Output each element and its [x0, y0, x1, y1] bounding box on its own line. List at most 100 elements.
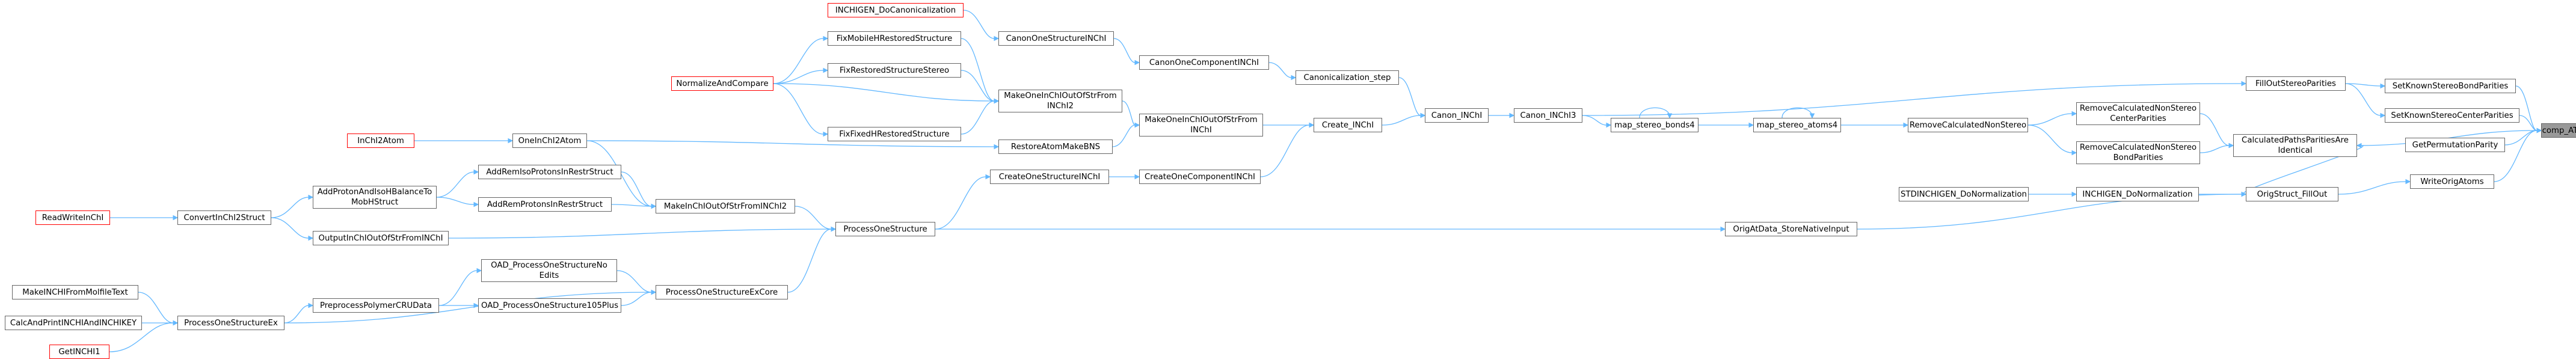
graph-node-label: CalculatedPathsParitiesAre — [2242, 136, 2349, 145]
graph-node-label: GetPermutationParity — [2412, 140, 2498, 150]
edge-filloutstereo-to-setknowncenter — [2345, 83, 2386, 118]
graph-node-processonestructureex[interactable]: ProcessOneStructureEx — [177, 316, 284, 330]
edge-stdinchigen_donorm-to-inchigen_donorm — [2029, 191, 2077, 197]
graph-node-label: map_stereo_bonds4 — [1614, 120, 1695, 130]
graph-node-convertinchi2struct[interactable]: ConvertInChI2Struct — [177, 210, 271, 225]
graph-node-processonestructureexcore[interactable]: ProcessOneStructureExCore — [656, 285, 788, 299]
edge-convertinchi2struct-to-outputinchioutofstr — [271, 217, 314, 241]
graph-node-fixrestoredstereo[interactable]: FixRestoredStructureStereo — [828, 63, 961, 78]
graph-node-label: OrigAtData_StoreNativeInput — [1733, 224, 1849, 234]
edge-normalizeandcompare-to-fixmobileh — [773, 35, 829, 84]
graph-node-label: InChI2Atom — [357, 136, 404, 146]
graph-node-processonestructure[interactable]: ProcessOneStructure — [835, 222, 935, 236]
graph-node-label: ReadWriteInChI — [41, 213, 104, 222]
edge-addprotonandisoh-to-addremisoprotons — [436, 169, 479, 198]
graph-node-getinchi1[interactable]: GetINCHI1 — [49, 345, 109, 359]
graph-node-label: ProcessOneStructureEx — [184, 318, 278, 328]
edge-origstruct_fillout-to-writeorigatoms — [2338, 179, 2411, 195]
graph-node-map-stereo-atoms4[interactable]: map_stereo_atoms4 — [1753, 118, 1841, 132]
graph-node-label: Canonicalization_step — [1303, 73, 1391, 82]
graph-node-fixmobileh[interactable]: FixMobileHRestoredStructure — [828, 31, 961, 46]
graph-node-label: WriteOrigAtoms — [2420, 177, 2484, 186]
graph-node-inchi2atom[interactable]: InChI2Atom — [347, 133, 414, 148]
graph-node-inchigen-donorm[interactable]: INCHIGEN_DoNormalization — [2076, 187, 2199, 201]
graph-node-label: FixFixedHRestoredStructure — [839, 129, 950, 139]
graph-node-label: ProcessOneStructure — [843, 224, 927, 234]
graph-node-canon-inchi[interactable]: Canon_INChI — [1425, 108, 1489, 123]
graph-node-label: OAD_ProcessOneStructureNo — [491, 261, 607, 270]
graph-node-origstruct-fillout[interactable]: OrigStruct_FillOut — [2246, 187, 2338, 201]
edge-fixfixedh-to-makeoneinchi2 — [961, 98, 1000, 135]
graph-node-label: MakeOneInChIOutOfStrFrom — [1145, 115, 1258, 124]
graph-node-addremprotons[interactable]: AddRemProtonsInRestrStruct — [478, 197, 612, 212]
graph-node-label: MobHStruct — [351, 198, 399, 207]
graph-node-label: INChI — [1190, 126, 1212, 135]
graph-node-removecalcnonstereo[interactable]: RemoveCalculatedNonStereo — [1908, 118, 2028, 132]
edge-normalizeandcompare-to-fixrestoredstereo — [773, 67, 829, 84]
graph-node-readwriteinchi[interactable]: ReadWriteInChI — [35, 210, 110, 225]
graph-node-createonecomponent[interactable]: CreateOneComponentINChI — [1139, 170, 1261, 184]
graph-node-stdinchigen-donorm[interactable]: STDINCHIGEN_DoNormalization — [1899, 187, 2029, 201]
graph-node-label: AddRemIsoProtonsInRestrStruct — [486, 167, 613, 177]
edge-writeorigatoms-to-comp_at_rank — [2494, 127, 2542, 182]
graph-node-label: INCHIGEN_DoNormalization — [2082, 189, 2193, 199]
graph-node-filloutstereo[interactable]: FillOutStereoParities — [2246, 76, 2346, 91]
graph-node-label: MakeOneInChIOutOfStrFrom — [1004, 91, 1117, 100]
graph-node-getpermutationparity[interactable]: GetPermutationParity — [2405, 138, 2505, 152]
graph-node-label: MakeINCHIFromMolfileText — [22, 287, 128, 297]
edge-oneinchi2atom-to-restoreatommakebns — [586, 140, 1000, 150]
graph-node-writeorigatoms[interactable]: WriteOrigAtoms — [2410, 174, 2494, 189]
graph-node-calcandprint[interactable]: CalcAndPrintINCHIAndINCHIKEY — [5, 316, 142, 330]
graph-node-oneinchi2atom[interactable]: OneInChI2Atom — [512, 133, 587, 148]
graph-node-makeinchifrommolfile[interactable]: MakeINCHIFromMolfileText — [12, 285, 138, 299]
graph-node-label: Canon_INChI3 — [1520, 111, 1576, 120]
graph-node-label: INCHIGEN_DoCanonicalization — [835, 5, 956, 15]
graph-node-canon-inchi3[interactable]: Canon_INChI3 — [1514, 108, 1582, 123]
graph-node-label: SetKnownStereoBondParities — [2392, 81, 2509, 91]
graph-node-label: OutputInChIOutOfStrFromINChI — [318, 233, 443, 243]
graph-node-addremisoprotons[interactable]: AddRemIsoProtonsInRestrStruct — [478, 165, 621, 179]
graph-node-outputinchioutofstr[interactable]: OutputInChIOutOfStrFromINChI — [313, 231, 449, 245]
edge-canononestructure-to-canononecomponent — [1113, 38, 1140, 66]
edge-processonestructure-to-createonestructure — [935, 174, 991, 230]
graph-node-oad-105plus[interactable]: OAD_ProcessOneStructure105Plus — [478, 298, 621, 313]
graph-node-inchigen-docanon[interactable]: INCHIGEN_DoCanonicalization — [828, 3, 964, 17]
graph-node-normalizeandcompare[interactable]: NormalizeAndCompare — [671, 76, 773, 91]
graph-node-restoreatommakebns[interactable]: RestoreAtomMakeBNS — [998, 140, 1113, 154]
graph-node-label: Create_INChI — [1321, 120, 1374, 130]
graph-node-canononecomponent[interactable]: CanonOneComponentINChI — [1139, 55, 1269, 70]
graph-node-label: CreateOneComponentINChI — [1145, 172, 1255, 182]
graph-node-fixfixedh[interactable]: FixFixedHRestoredStructure — [828, 127, 961, 141]
graph-node-setknowncenter[interactable]: SetKnownStereoCenterParities — [2385, 108, 2519, 123]
edge-canon_inchi-to-canon_inchi3 — [1488, 112, 1515, 118]
graph-node-label: Canon_INChI — [1431, 111, 1483, 120]
graph-node-preprocesspolymer[interactable]: PreprocessPolymerCRUData — [313, 298, 439, 313]
graph-node-label: comp_AT_RANK — [2542, 126, 2576, 135]
edge-addremprotons-to-makeinchioutofstr2 — [611, 203, 657, 209]
graph-node-createonestructure[interactable]: CreateOneStructureINChI — [990, 170, 1109, 184]
graph-node-label: AddRemProtonsInRestrStruct — [487, 200, 603, 209]
edge-processonestructure-to-origatdata_store — [935, 226, 1726, 232]
graph-node-makeinchioutofstr2[interactable]: MakeInChIOutOfStrFromINChI2 — [656, 199, 795, 213]
graph-node-label: ConvertInChI2Struct — [183, 213, 265, 222]
graph-node-create-inchi[interactable]: Create_INChI — [1314, 118, 1382, 132]
edge-filloutstereo-to-setknownbond — [2345, 83, 2386, 89]
graph-node-canononestructure[interactable]: CanonOneStructureINChI — [998, 31, 1114, 46]
graph-node-label: FixMobileHRestoredStructure — [836, 34, 953, 43]
graph-node-origatdata-store[interactable]: OrigAtData_StoreNativeInput — [1725, 222, 1857, 236]
graph-node-label: SetKnownStereoCenterParities — [2391, 111, 2513, 120]
graph-node-map-stereo-bonds4[interactable]: map_stereo_bonds4 — [1611, 118, 1698, 132]
graph-node-setknownbond[interactable]: SetKnownStereoBondParities — [2385, 79, 2516, 93]
graph-node-canonicalization-step[interactable]: Canonicalization_step — [1296, 70, 1399, 85]
edge-processonestructureex-to-preprocesspolymer — [284, 302, 314, 324]
edge-map_stereo_bonds4-to-map_stereo_atoms4 — [1698, 122, 1754, 128]
edge-map_stereo_atoms4-to-map_stereo_atoms4 — [1781, 107, 1815, 119]
graph-node-label: INChI2 — [1047, 102, 1074, 111]
